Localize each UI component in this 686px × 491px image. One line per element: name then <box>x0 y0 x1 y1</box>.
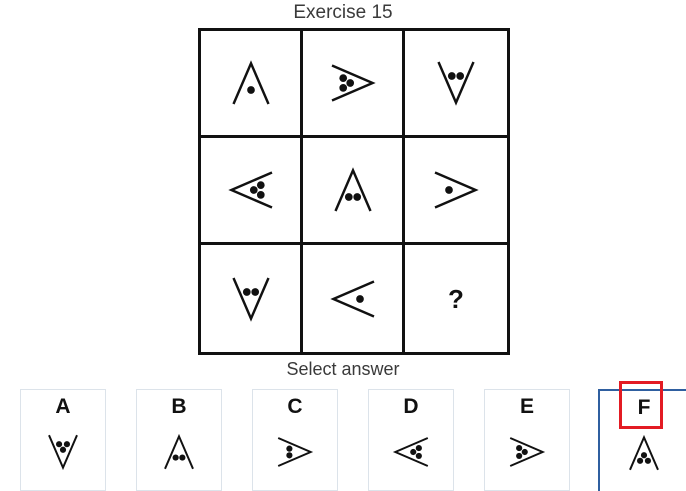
option-label: C <box>287 395 303 418</box>
dot-mark <box>249 186 258 194</box>
dot-mark <box>338 74 347 82</box>
chevron-shape <box>333 167 372 212</box>
grid-cell-1 <box>201 31 303 138</box>
chevron-shape <box>277 437 314 467</box>
chevron-shape <box>629 434 659 471</box>
chevron-shape <box>509 437 546 467</box>
chevron-shape <box>231 60 270 105</box>
grid-cell-4 <box>201 138 303 245</box>
dot-mark <box>246 86 255 94</box>
option-e[interactable]: E <box>484 389 570 491</box>
chevron-dots-icon <box>333 167 372 212</box>
chevron-shape <box>437 61 475 106</box>
chevron-dots-icon <box>434 171 479 209</box>
grid-cell-6 <box>405 138 507 245</box>
dot-mark <box>640 452 648 459</box>
dot-mark <box>516 452 523 459</box>
dot-mark <box>447 72 456 80</box>
chevron-dots-icon <box>509 437 546 467</box>
chevron-dots-icon <box>437 61 475 106</box>
dot-mark <box>516 445 523 452</box>
chevron-shape <box>329 279 374 318</box>
chevron-dots-icon <box>227 171 272 209</box>
grid-cell-missing: ? <box>405 245 507 352</box>
option-label: D <box>403 395 419 418</box>
option-label: B <box>171 395 187 418</box>
dot-mark <box>415 452 422 459</box>
chevron-dots-icon <box>329 279 374 318</box>
dot-mark <box>286 452 293 459</box>
dot-mark <box>338 84 347 92</box>
option-d[interactable]: D <box>368 389 454 491</box>
option-label: A <box>55 395 71 418</box>
chevron-dots-icon <box>392 437 429 467</box>
dot-mark <box>256 191 265 199</box>
dot-mark <box>345 79 354 87</box>
chevron-shape <box>48 434 78 471</box>
chevron-shape <box>227 171 272 209</box>
select-answer-label: Select answer <box>286 359 400 379</box>
dot-mark <box>352 193 361 201</box>
chevron-shape <box>331 64 376 102</box>
dot-mark <box>410 448 417 456</box>
question-mark: ? <box>448 283 464 314</box>
grid-cell-3 <box>405 31 507 138</box>
option-label: F <box>637 396 651 419</box>
dot-mark <box>250 287 259 296</box>
option-a[interactable]: A <box>20 389 106 491</box>
grid-cell-8 <box>303 245 405 352</box>
chevron-shape <box>164 433 194 470</box>
option-b[interactable]: B <box>136 389 222 491</box>
dot-mark <box>637 457 644 464</box>
option-f[interactable]: F <box>598 389 686 491</box>
chevron-dots-icon <box>231 277 270 322</box>
puzzle-grid: ? <box>198 28 510 355</box>
dot-mark <box>644 457 651 464</box>
chevron-shape <box>392 437 429 467</box>
exercise-title: Exercise 15 <box>293 2 393 23</box>
dot-mark <box>415 445 422 452</box>
dot-mark <box>355 294 364 303</box>
dot-mark <box>59 446 67 453</box>
dot-mark <box>242 287 251 296</box>
dot-mark <box>56 441 63 448</box>
dot-mark <box>63 441 70 448</box>
dot-mark <box>256 181 265 189</box>
dot-mark <box>445 186 453 194</box>
chevron-dots-icon <box>231 60 270 105</box>
dot-mark <box>179 454 186 461</box>
grid-cell-2 <box>303 31 405 138</box>
dot-mark <box>286 445 293 452</box>
chevron-dots-icon <box>331 64 376 102</box>
dot-mark <box>172 454 179 461</box>
grid-cell-7 <box>201 245 303 352</box>
dot-mark <box>456 72 465 80</box>
dot-mark <box>344 193 353 201</box>
option-c[interactable]: C <box>252 389 338 491</box>
dot-mark <box>521 448 528 456</box>
chevron-dots-icon <box>629 434 659 471</box>
chevron-shape <box>434 171 479 209</box>
chevron-shape <box>231 277 270 322</box>
chevron-dots-icon <box>164 433 194 470</box>
option-label: E <box>519 395 534 418</box>
chevron-dots-icon <box>48 434 78 471</box>
grid-cell-5 <box>303 138 405 245</box>
chevron-dots-icon <box>277 437 314 467</box>
